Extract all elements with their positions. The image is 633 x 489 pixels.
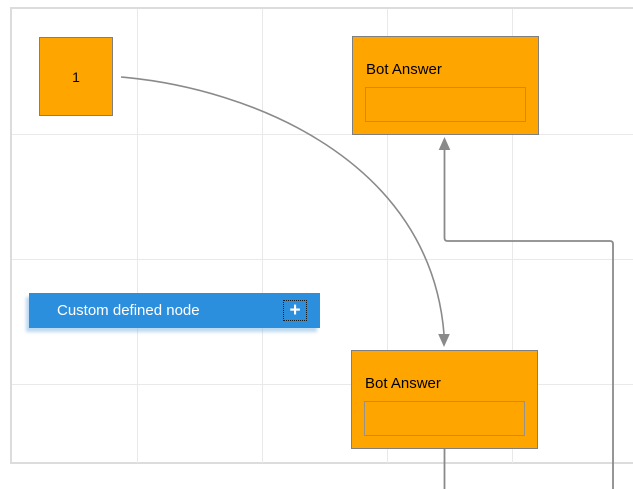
- grid-line-vertical: [512, 9, 513, 463]
- arrowhead-down-icon: [438, 334, 450, 347]
- add-port-button[interactable]: +: [283, 300, 307, 321]
- bot-answer-title: Bot Answer: [365, 375, 441, 392]
- grid-line-horizontal: [12, 259, 633, 260]
- arrowhead-up-icon: [438, 137, 451, 150]
- grid-line-vertical: [387, 9, 388, 463]
- grid-line-vertical: [137, 9, 138, 463]
- answer-field[interactable]: [364, 401, 525, 436]
- grid-line-horizontal: [12, 134, 633, 135]
- bot-answer-title: Bot Answer: [366, 61, 442, 78]
- node-1[interactable]: 1: [39, 37, 113, 116]
- link-curved[interactable]: [120, 76, 445, 335]
- canvas-frame: [10, 7, 633, 464]
- node-bot-answer-top[interactable]: Bot Answer: [352, 36, 539, 135]
- answer-field[interactable]: [365, 87, 526, 122]
- plus-icon: +: [289, 300, 301, 321]
- node-custom-defined[interactable]: Custom defined node +: [29, 293, 320, 328]
- custom-node-label: Custom defined node: [57, 302, 200, 319]
- link-orthogonal[interactable]: [443, 150, 614, 489]
- grid-line-horizontal: [12, 384, 633, 385]
- node-bot-answer-bottom[interactable]: Bot Answer: [351, 350, 538, 449]
- grid-line-vertical: [262, 9, 263, 463]
- node-1-label: 1: [72, 68, 80, 85]
